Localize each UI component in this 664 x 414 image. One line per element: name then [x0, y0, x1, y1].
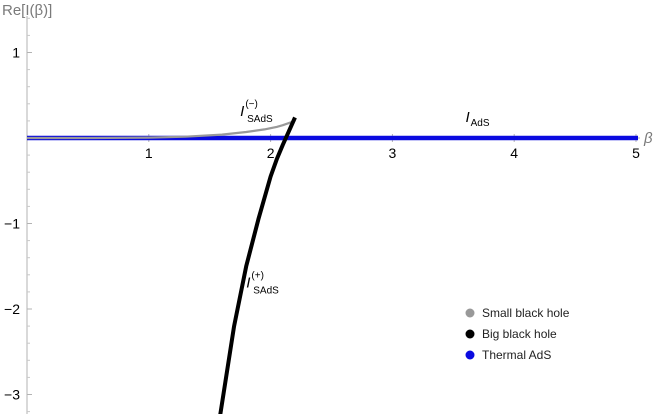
legend-label: Small black hole [482, 306, 570, 320]
legend-marker [465, 329, 475, 339]
x-axis-title: β [643, 130, 653, 147]
y-ticks: 1 −1 −2 −3 [4, 17, 32, 413]
series-line-big-black-hole [218, 116, 297, 414]
curve-label-sub: SAdS [253, 286, 279, 297]
series-layer [27, 116, 638, 414]
x-tick-label: 2 [267, 145, 275, 161]
curve-label-sup: (+) [251, 271, 263, 282]
series-line-small-black-hole [27, 119, 296, 140]
x-tick-label: 4 [510, 145, 518, 161]
curve-label: I(−) SAdS [240, 99, 273, 125]
y-tick-label: −3 [4, 387, 20, 403]
curve-label: IAdS [465, 109, 489, 129]
x-tick-label: 3 [389, 145, 397, 161]
y-tick-label: −1 [4, 216, 20, 232]
legend-marker [465, 350, 475, 360]
curve-label: I(+) SAdS [246, 271, 279, 297]
y-tick-label: 1 [12, 45, 20, 61]
legend-marker [465, 308, 475, 318]
y-axis-title: Re[I(β)] [2, 2, 52, 19]
legend-label: Thermal AdS [482, 348, 551, 362]
x-tick-label: 5 [632, 145, 640, 161]
legend-label: Big black hole [482, 327, 557, 341]
x-tick-label: 1 [145, 145, 153, 161]
curve-label-main: I [240, 103, 244, 120]
y-tick-label: −2 [4, 301, 20, 317]
curve-label-sup: (−) [245, 99, 258, 110]
curve-label-sub: SAdS [247, 114, 273, 125]
curve-label-main: I [246, 275, 250, 292]
curve-label-sub: AdS [471, 118, 490, 129]
curve-label-main: I [465, 109, 469, 126]
